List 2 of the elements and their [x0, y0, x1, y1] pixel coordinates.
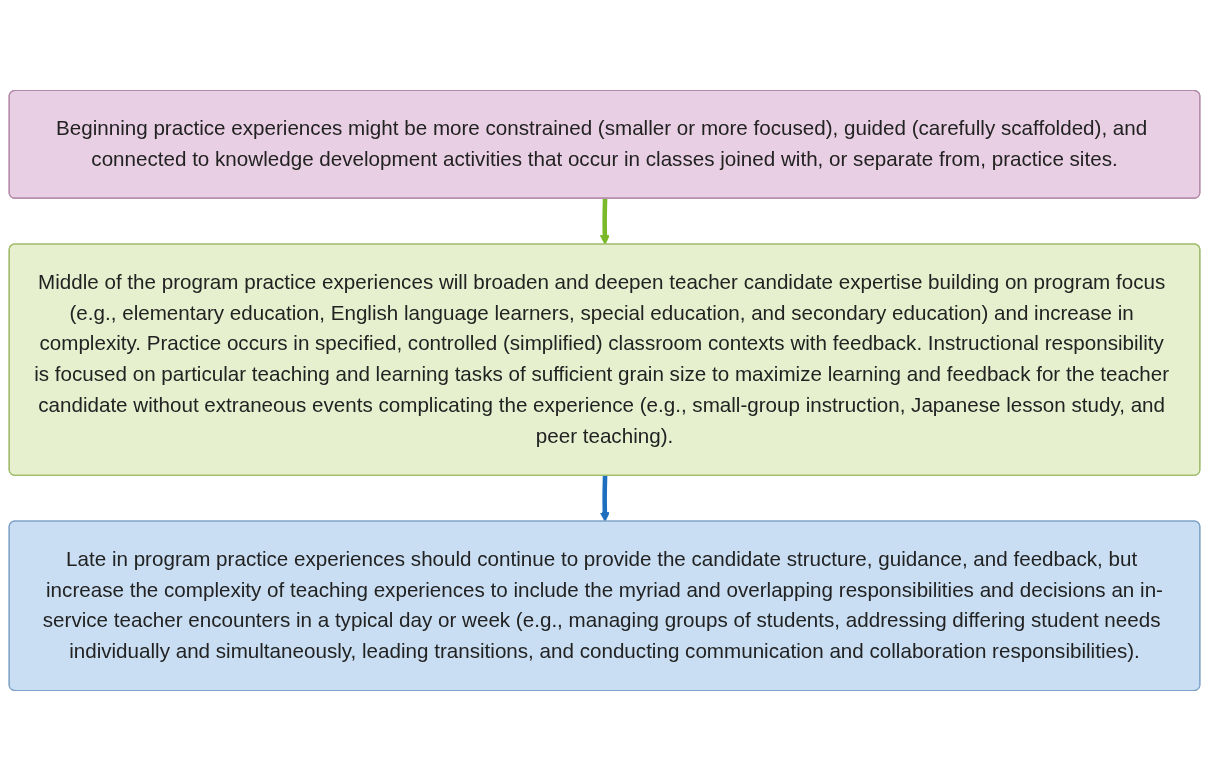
arrow — [599, 475, 610, 523]
arrow — [599, 198, 610, 245]
